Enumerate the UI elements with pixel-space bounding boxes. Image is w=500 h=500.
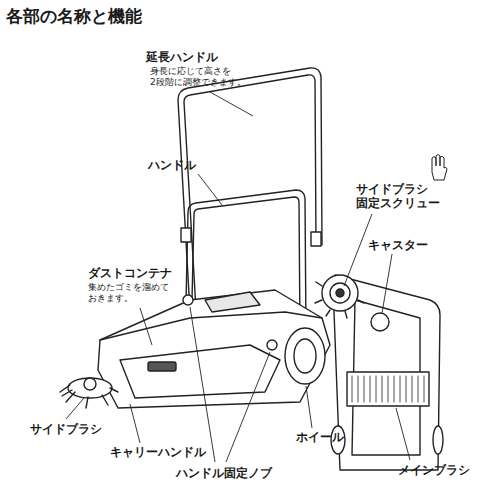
handle-clip bbox=[311, 232, 321, 246]
main-brush-bristles bbox=[352, 376, 424, 402]
side-brush bbox=[68, 378, 112, 398]
sweeper-body bbox=[98, 290, 330, 408]
part-name: サイドブラシ bbox=[30, 422, 102, 436]
extension-handle-inner bbox=[184, 75, 316, 310]
leader-line bbox=[198, 174, 222, 205]
wheel-under bbox=[433, 426, 443, 454]
part-name: ハンドル bbox=[148, 158, 196, 172]
part-name: キャリーハンドル bbox=[110, 445, 206, 459]
leader-line bbox=[210, 92, 253, 116]
part-name: メインブラシ bbox=[398, 463, 470, 477]
fixing-screw bbox=[336, 289, 344, 297]
part-name: ハンドル固定ノブ bbox=[176, 466, 272, 480]
extension-handle bbox=[178, 68, 322, 312]
brand-plate bbox=[148, 362, 176, 371]
knob bbox=[183, 295, 193, 305]
body-edge bbox=[100, 312, 322, 340]
leader-line bbox=[382, 254, 392, 313]
caster bbox=[371, 313, 389, 331]
fixing-screw-ring bbox=[330, 283, 350, 303]
leader-line bbox=[226, 352, 270, 462]
leader-line bbox=[190, 307, 215, 462]
leader-line bbox=[344, 214, 372, 286]
leader-line bbox=[66, 398, 84, 419]
leader-line bbox=[130, 404, 140, 443]
brush-bristles bbox=[315, 282, 364, 318]
wheel-hub bbox=[294, 339, 316, 373]
part-name: キャスター bbox=[368, 238, 428, 252]
part-name: ホイール bbox=[296, 430, 344, 444]
part-note: 集めたゴミを溜めて おきます。 bbox=[88, 282, 188, 304]
side-brush-under bbox=[322, 275, 358, 311]
wheel bbox=[285, 328, 325, 384]
part-name: ダストコンテナ bbox=[88, 266, 172, 280]
leader-lines bbox=[66, 92, 410, 462]
handle-clip bbox=[181, 228, 191, 242]
leader-line bbox=[140, 308, 152, 345]
main-brush bbox=[347, 372, 429, 406]
part-name: サイドブラシ 固定スクリュー bbox=[356, 182, 452, 211]
knob bbox=[267, 340, 277, 350]
part-name: 延長ハンドル bbox=[146, 50, 218, 64]
page-title: 各部の名称と機能 bbox=[6, 6, 142, 26]
leader-line bbox=[306, 386, 312, 428]
leader-line bbox=[396, 408, 410, 460]
hand-cursor-icon bbox=[432, 155, 447, 181]
part-note: 身長に応じて高さを 2段階に調整できます。 bbox=[150, 66, 268, 88]
brush-hub bbox=[84, 378, 96, 390]
body-slot bbox=[205, 292, 260, 312]
